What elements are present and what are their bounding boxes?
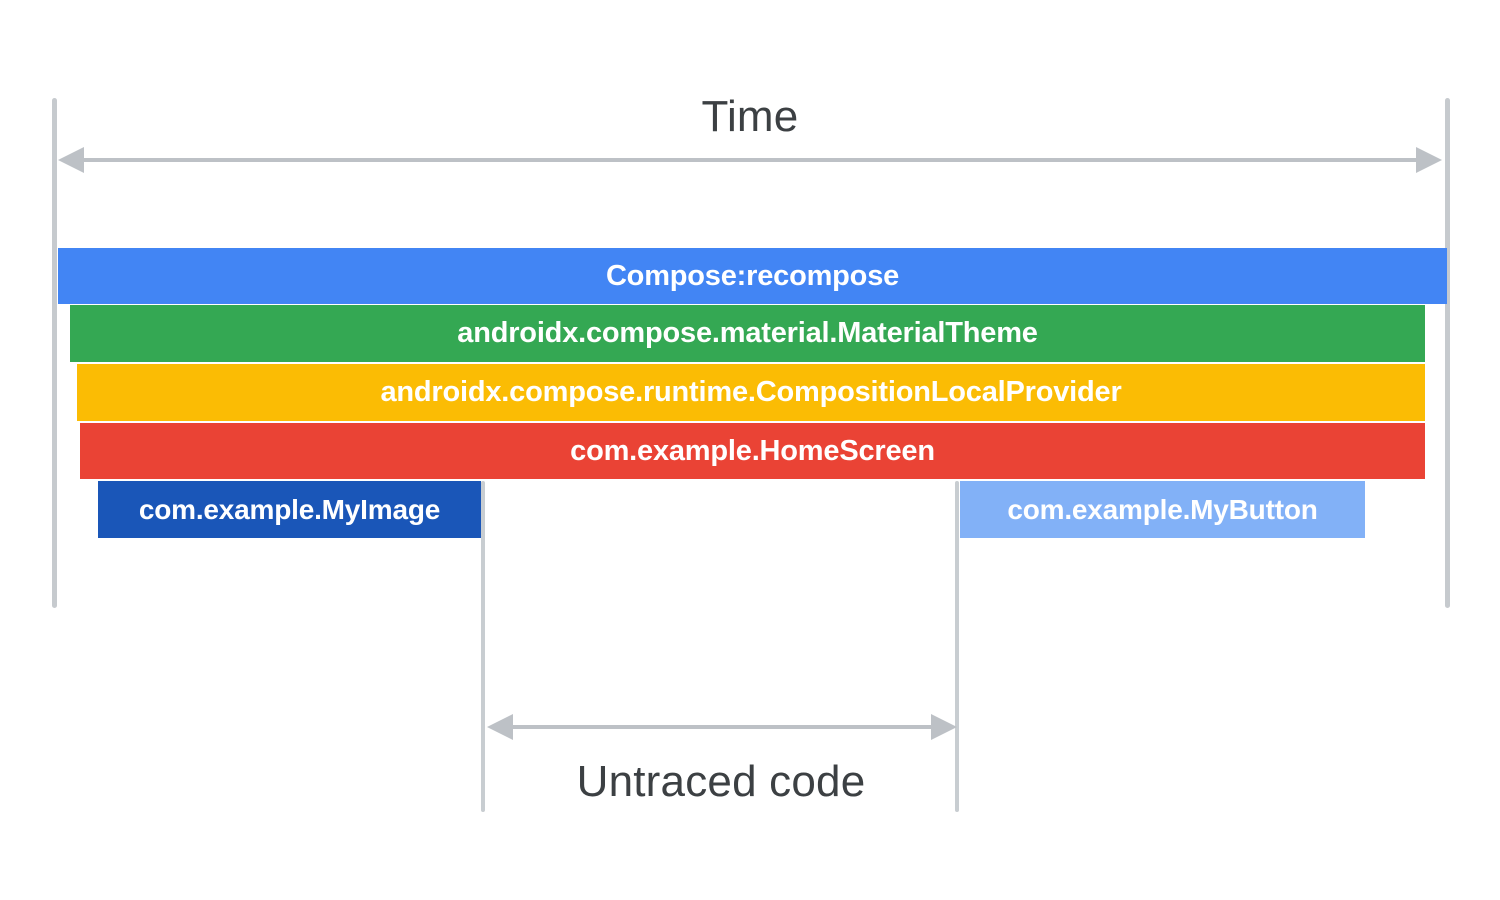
untraced-region-left-line bbox=[481, 481, 485, 812]
trace-bar-my-button[interactable]: com.example.MyButton bbox=[960, 481, 1365, 538]
trace-bar-home-screen[interactable]: com.example.HomeScreen bbox=[80, 423, 1425, 479]
trace-bar-label: com.example.MyButton bbox=[1007, 493, 1318, 525]
page-title: Time bbox=[701, 92, 799, 141]
untraced-code-label: Untraced code bbox=[576, 757, 866, 806]
start-of-trace-line bbox=[52, 98, 57, 608]
arrow-head-right-icon bbox=[1416, 147, 1442, 173]
trace-bar-label: androidx.compose.material.MaterialTheme bbox=[457, 317, 1038, 349]
untraced-code-arrow bbox=[487, 714, 957, 740]
trace-bar-label: com.example.HomeScreen bbox=[570, 434, 935, 467]
arrow-shaft bbox=[84, 158, 1416, 162]
arrow-head-left-icon bbox=[58, 147, 84, 173]
trace-bar-composition-local-provider[interactable]: androidx.compose.runtime.CompositionLoca… bbox=[77, 364, 1425, 421]
trace-bar-compose-recompose[interactable]: Compose:recompose bbox=[58, 248, 1447, 304]
untraced-region-right-line bbox=[955, 481, 959, 812]
trace-bar-material-theme[interactable]: androidx.compose.material.MaterialTheme bbox=[70, 305, 1425, 362]
trace-bar-label: Compose:recompose bbox=[605, 259, 900, 292]
arrow-head-right-icon bbox=[931, 714, 957, 740]
trace-bar-label: androidx.compose.runtime.CompositionLoca… bbox=[380, 376, 1122, 408]
end-of-trace-line bbox=[1445, 98, 1450, 608]
trace-bar-label: com.example.MyImage bbox=[138, 493, 441, 525]
time-direction-arrow bbox=[58, 147, 1442, 173]
trace-bar-my-image[interactable]: com.example.MyImage bbox=[98, 481, 481, 538]
arrow-head-left-icon bbox=[487, 714, 513, 740]
arrow-shaft bbox=[513, 725, 931, 729]
